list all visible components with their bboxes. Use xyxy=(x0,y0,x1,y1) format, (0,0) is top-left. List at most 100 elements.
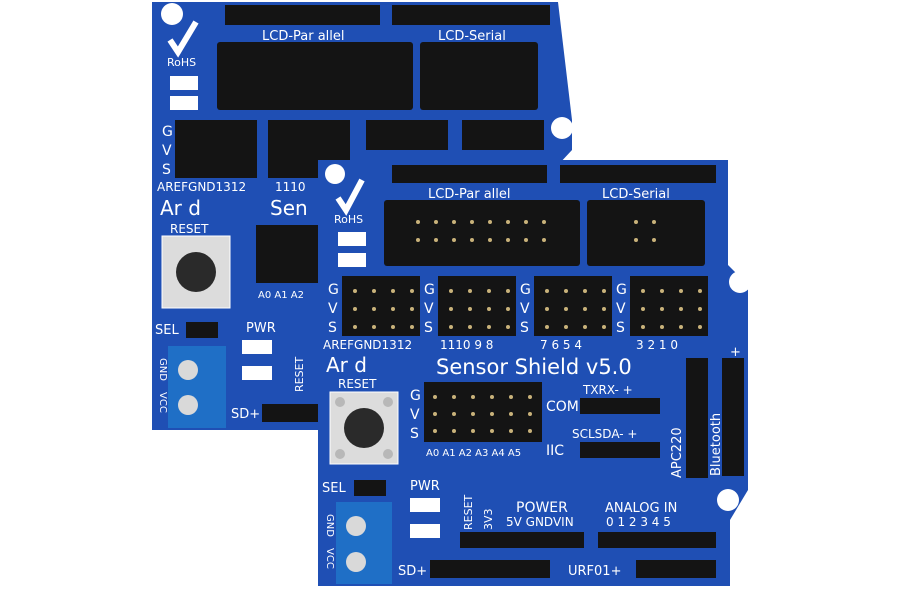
back-g-label: G xyxy=(162,124,173,140)
front-com-header xyxy=(580,398,660,414)
front-v-label-2: V xyxy=(424,301,434,317)
back-reset-button xyxy=(176,252,216,292)
back-sensor-label-partial: Sen xyxy=(270,196,308,220)
front-mounting-hole-right-top xyxy=(729,271,751,293)
back-smd-resistor xyxy=(170,96,198,110)
back-lcd-serial-connector xyxy=(420,42,538,110)
back-rohs-check-icon xyxy=(167,20,199,58)
front-urf-header xyxy=(636,560,716,578)
back-analog-header xyxy=(256,225,318,283)
back-top-pin-header-left xyxy=(225,5,380,25)
front-top-pin-header-left xyxy=(392,165,547,183)
front-gnd-label: GND xyxy=(324,514,335,537)
front-iic-header xyxy=(580,442,660,458)
front-g-label-1: G xyxy=(328,282,339,298)
front-analog-in-label: ANALOG IN xyxy=(605,501,677,516)
front-scl-sda-label: SCLSDA- + xyxy=(572,427,637,441)
front-s-label-3: S xyxy=(520,320,529,336)
front-v-label-3: V xyxy=(520,301,530,317)
front-terminal-screw-1 xyxy=(346,516,366,536)
front-power-pins-label: 5V GNDVIN xyxy=(506,515,574,529)
back-aref-label: AREFGND1312 xyxy=(157,180,246,194)
front-pins-11-8-label: 1110 9 8 xyxy=(440,338,493,352)
front-analog-pins xyxy=(433,395,532,433)
front-v-label-1: V xyxy=(328,301,338,317)
back-s-label: S xyxy=(162,162,171,178)
back-terminal-screw-2 xyxy=(178,395,198,415)
front-sel-label: SEL xyxy=(322,481,346,496)
back-rohs-label: RoHS xyxy=(167,56,196,69)
back-terminal-screw-1 xyxy=(178,360,198,380)
back-mounting-hole-right xyxy=(551,117,573,139)
back-pins-11-label: 1110 xyxy=(275,180,306,194)
front-smd-resistor xyxy=(338,253,366,267)
front-pins-3-0-label: 3 2 1 0 xyxy=(636,338,678,352)
front-bluetooth-header xyxy=(722,358,744,476)
front-iic-label: IIC xyxy=(546,443,564,459)
front-power-header xyxy=(460,532,584,548)
front-analog-g-label: G xyxy=(410,388,421,404)
front-sensor-shield-board: RoHS LCD-Par allel LCD-Serial G V S G V … xyxy=(318,160,751,586)
back-reset-vertical-label: RESET xyxy=(293,356,306,392)
front-board-pcb xyxy=(318,160,748,586)
back-pwr-label: PWR xyxy=(246,321,276,336)
front-reset-corner-3 xyxy=(335,449,345,459)
front-sd-label: SD+ xyxy=(398,564,427,579)
front-apc220-header xyxy=(686,358,708,478)
front-pins-7-4-label: 7 6 5 4 xyxy=(540,338,582,352)
front-ard-label: Ar d xyxy=(326,353,367,377)
front-reset-button xyxy=(344,408,384,448)
front-sel-jumper xyxy=(354,480,386,496)
back-lcd-serial-label: LCD-Serial xyxy=(438,29,506,44)
back-sd-label: SD+ xyxy=(231,407,260,422)
front-lcd-serial-connector xyxy=(587,200,705,266)
front-analog-in-header xyxy=(598,532,716,548)
back-top-pin-header-right xyxy=(392,5,550,25)
front-analog-s-label: S xyxy=(410,426,419,442)
front-urf-label: URF01+ xyxy=(568,564,621,579)
front-lcd-parallel-connector xyxy=(384,200,580,266)
front-analog-pin-labels: A0 A1 A2 A3 A4 A5 xyxy=(426,448,521,459)
front-reset-corner-4 xyxy=(383,449,393,459)
back-sd-header xyxy=(262,404,318,422)
front-g-label-3: G xyxy=(520,282,531,298)
front-reset-label: RESET xyxy=(338,377,377,391)
front-bluetooth-plus-label: + xyxy=(730,345,741,360)
front-lcd-serial-label: LCD-Serial xyxy=(602,187,670,202)
front-s-label-1: S xyxy=(328,320,337,336)
front-pwr-led xyxy=(410,498,440,512)
back-lcd-parallel-label: LCD-Par allel xyxy=(262,29,345,44)
back-ard-label: Ar d xyxy=(160,196,201,220)
back-pwr-led xyxy=(242,340,272,354)
front-g-label-2: G xyxy=(424,282,435,298)
back-gvs-header-3 xyxy=(366,120,448,150)
front-aref-label: AREFGND1312 xyxy=(323,338,412,352)
front-apc220-label: APC220 xyxy=(670,427,685,478)
back-analog-label: A0 A1 A2 xyxy=(258,290,304,301)
back-gvs-header-4 xyxy=(462,120,544,150)
front-reset-corner-1 xyxy=(335,397,345,407)
back-vcc-label: VCC xyxy=(157,392,168,413)
front-pwr-label: PWR xyxy=(410,479,440,494)
back-lcd-parallel-connector xyxy=(217,42,413,110)
front-sd-header xyxy=(430,560,550,578)
back-mounting-hole-top-left xyxy=(161,3,183,25)
front-reset-vertical-label: RESET xyxy=(462,494,475,530)
front-com-label: COM xyxy=(546,399,579,415)
front-g-label-4: G xyxy=(616,282,627,298)
front-gvs-pins xyxy=(353,289,702,329)
front-analog-header xyxy=(424,382,542,442)
back-smd-resistor-2 xyxy=(242,366,272,380)
front-v-label-4: V xyxy=(616,301,626,317)
front-smd-resistor-2 xyxy=(410,524,440,538)
front-rohs-label: RoHS xyxy=(334,213,363,226)
back-smd-led xyxy=(170,76,198,90)
front-analog-v-label: V xyxy=(410,407,420,423)
front-bluetooth-label: Bluetooth xyxy=(709,413,724,476)
front-reset-corner-2 xyxy=(383,397,393,407)
front-mounting-hole-right-bottom xyxy=(717,489,739,511)
front-lcd-pins xyxy=(416,220,656,242)
back-gnd-label: GND xyxy=(157,358,168,381)
front-txrx-label: TXRX- + xyxy=(582,383,633,397)
